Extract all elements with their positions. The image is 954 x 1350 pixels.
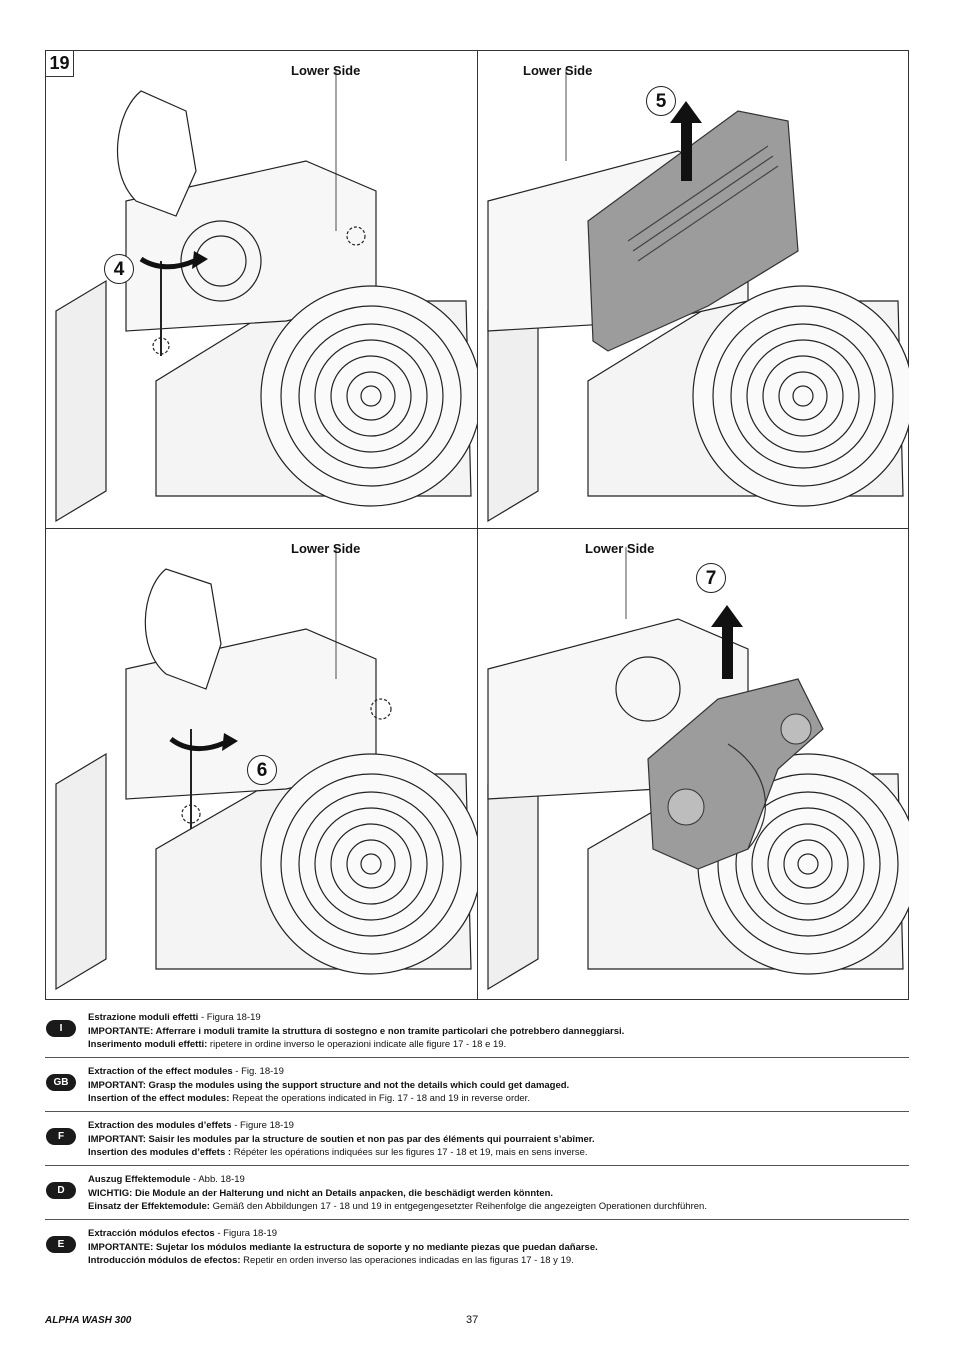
- important-note: IMPORTANTE: Sujetar los módulos mediante…: [88, 1241, 598, 1253]
- panel-label: Lower Side: [291, 63, 361, 78]
- divider: [45, 1057, 909, 1058]
- divider: [45, 1165, 909, 1166]
- fixture-illustration: [487, 69, 909, 523]
- panel-divider-horizontal: [46, 528, 908, 529]
- divider: [45, 1111, 909, 1112]
- step-number: 5: [646, 86, 676, 116]
- section-title: Extraction des modules d’effets: [88, 1120, 232, 1131]
- step-number: 7: [696, 563, 726, 593]
- section-reference: - Abb. 18-19: [190, 1174, 245, 1185]
- page-number: 37: [466, 1314, 479, 1326]
- fixture-illustration: [487, 547, 909, 991]
- panel-step-5: Lower Side 5: [478, 51, 909, 528]
- product-name: ALPHA WASH 300: [45, 1315, 132, 1326]
- insertion-label: Insertion des modules d’effets :: [88, 1147, 232, 1158]
- section-title: Auszug Effektemodule: [88, 1174, 191, 1185]
- section-reference: - Fig. 18-19: [232, 1066, 284, 1077]
- panel-step-4: Lower Side 4: [46, 51, 477, 528]
- insertion-text: ripetere in ordine inverso le operazioni…: [207, 1039, 507, 1050]
- insertion-label: Insertion of the effect modules:: [88, 1093, 230, 1104]
- section-reference: - Figura 18-19: [214, 1228, 278, 1239]
- figure-number: 19: [46, 51, 74, 77]
- important-note: IMPORTANT: Saisir les modules par la str…: [88, 1133, 595, 1145]
- language-badge: D: [46, 1182, 76, 1199]
- insertion-label: Einsatz der Effektemodule:: [88, 1201, 210, 1212]
- language-badge: I: [46, 1020, 76, 1037]
- insertion-text: Repeat the operations indicated in Fig. …: [229, 1093, 530, 1104]
- language-badge: GB: [46, 1074, 76, 1091]
- panel-label: Lower Side: [523, 63, 593, 78]
- insertion-label: Introducción módulos de efectos:: [88, 1255, 241, 1266]
- panel-label: Lower Side: [291, 541, 361, 556]
- section-reference: - Figure 18-19: [231, 1120, 294, 1131]
- fixture-illustration: [55, 69, 477, 523]
- panel-divider-vertical: [477, 51, 478, 999]
- important-note: WICHTIG: Die Module an der Halterung und…: [88, 1187, 554, 1199]
- section-title: Estrazione moduli effetti: [88, 1012, 199, 1023]
- insertion-text: Gemäß den Abbildungen 17 - 18 und 19 in …: [209, 1201, 707, 1212]
- section-title: Extraction of the effect modules: [88, 1066, 233, 1077]
- step-number: 4: [104, 254, 134, 284]
- insertion-text: Répéter les opérations indiquées sur les…: [231, 1147, 588, 1158]
- panel-label: Lower Side: [585, 541, 655, 556]
- divider: [45, 1219, 909, 1220]
- figure-19: 19: [45, 50, 909, 1000]
- section-title: Extracción módulos efectos: [88, 1228, 215, 1239]
- important-note: IMPORTANTE: Afferrare i moduli tramite l…: [88, 1025, 625, 1037]
- panel-step-7: Lower Side 7: [478, 529, 909, 1006]
- panel-step-6: Lower Side 6: [46, 529, 477, 1006]
- language-badge: F: [46, 1128, 76, 1145]
- insertion-label: Inserimento moduli effetti:: [88, 1039, 208, 1050]
- insertion-text: Repetir en orden inverso las operaciones…: [240, 1255, 574, 1266]
- fixture-illustration: [55, 547, 477, 991]
- section-reference: - Figura 18-19: [198, 1012, 261, 1023]
- language-badge: E: [46, 1236, 76, 1253]
- step-number: 6: [247, 755, 277, 785]
- important-note: IMPORTANT: Grasp the modules using the s…: [88, 1079, 570, 1091]
